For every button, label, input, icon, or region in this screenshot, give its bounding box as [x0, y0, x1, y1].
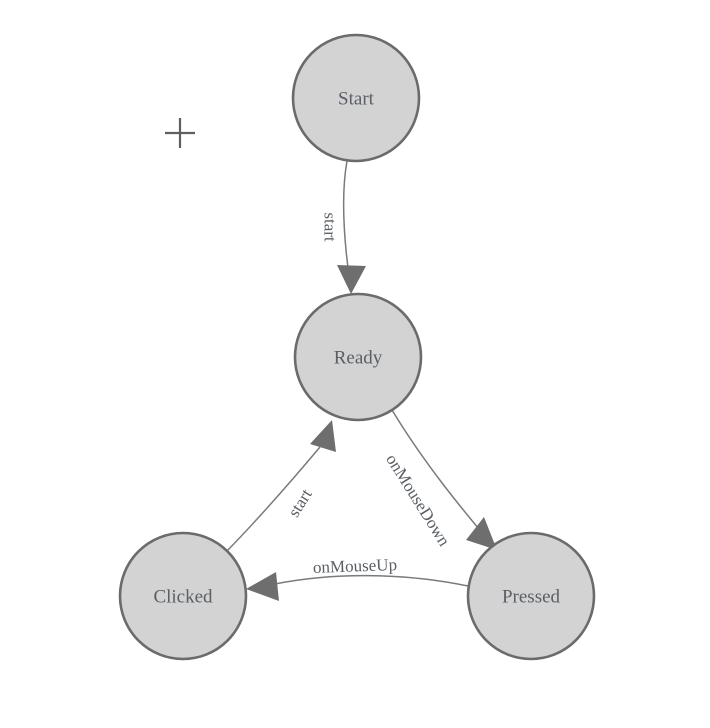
- node-ready-circle[interactable]: [293, 292, 423, 422]
- node-start-circle[interactable]: [291, 33, 421, 163]
- edge-label-start-to-ready: start: [321, 212, 340, 242]
- node-ready[interactable]: Ready: [293, 292, 423, 422]
- node-start[interactable]: Start: [291, 33, 421, 163]
- edge-label-ready-to-pressed: onMouseDown: [382, 451, 454, 550]
- edge-start-to-ready[interactable]: start: [321, 160, 367, 294]
- node-clicked[interactable]: Clicked: [118, 531, 248, 661]
- edge-path-start-to-ready: [342, 160, 351, 284]
- crosshair-icon[interactable]: [165, 118, 195, 148]
- arrowhead-ready-to-pressed: [466, 517, 497, 550]
- arrowhead-start-to-ready: [337, 265, 366, 294]
- edge-label-pressed-to-clicked: onMouseUp: [313, 555, 398, 577]
- edge-path-clicked-to-ready: [225, 446, 321, 553]
- arrowhead-pressed-to-clicked: [246, 572, 279, 601]
- edge-path-pressed-to-clicked: [274, 574, 469, 587]
- edge-clicked-to-ready[interactable]: start: [225, 420, 336, 553]
- node-pressed[interactable]: Pressed: [466, 531, 596, 661]
- edge-label-clicked-to-ready: start: [284, 485, 316, 520]
- node-layer: Start Ready Clicked Pressed: [118, 33, 596, 661]
- node-clicked-circle[interactable]: [118, 531, 248, 661]
- edge-path-ready-to-pressed: [391, 409, 490, 542]
- node-pressed-circle[interactable]: [466, 531, 596, 661]
- edge-pressed-to-clicked[interactable]: onMouseUp: [246, 555, 469, 601]
- arrowhead-clicked-to-ready: [310, 420, 336, 452]
- edge-ready-to-pressed[interactable]: onMouseDown: [382, 409, 497, 550]
